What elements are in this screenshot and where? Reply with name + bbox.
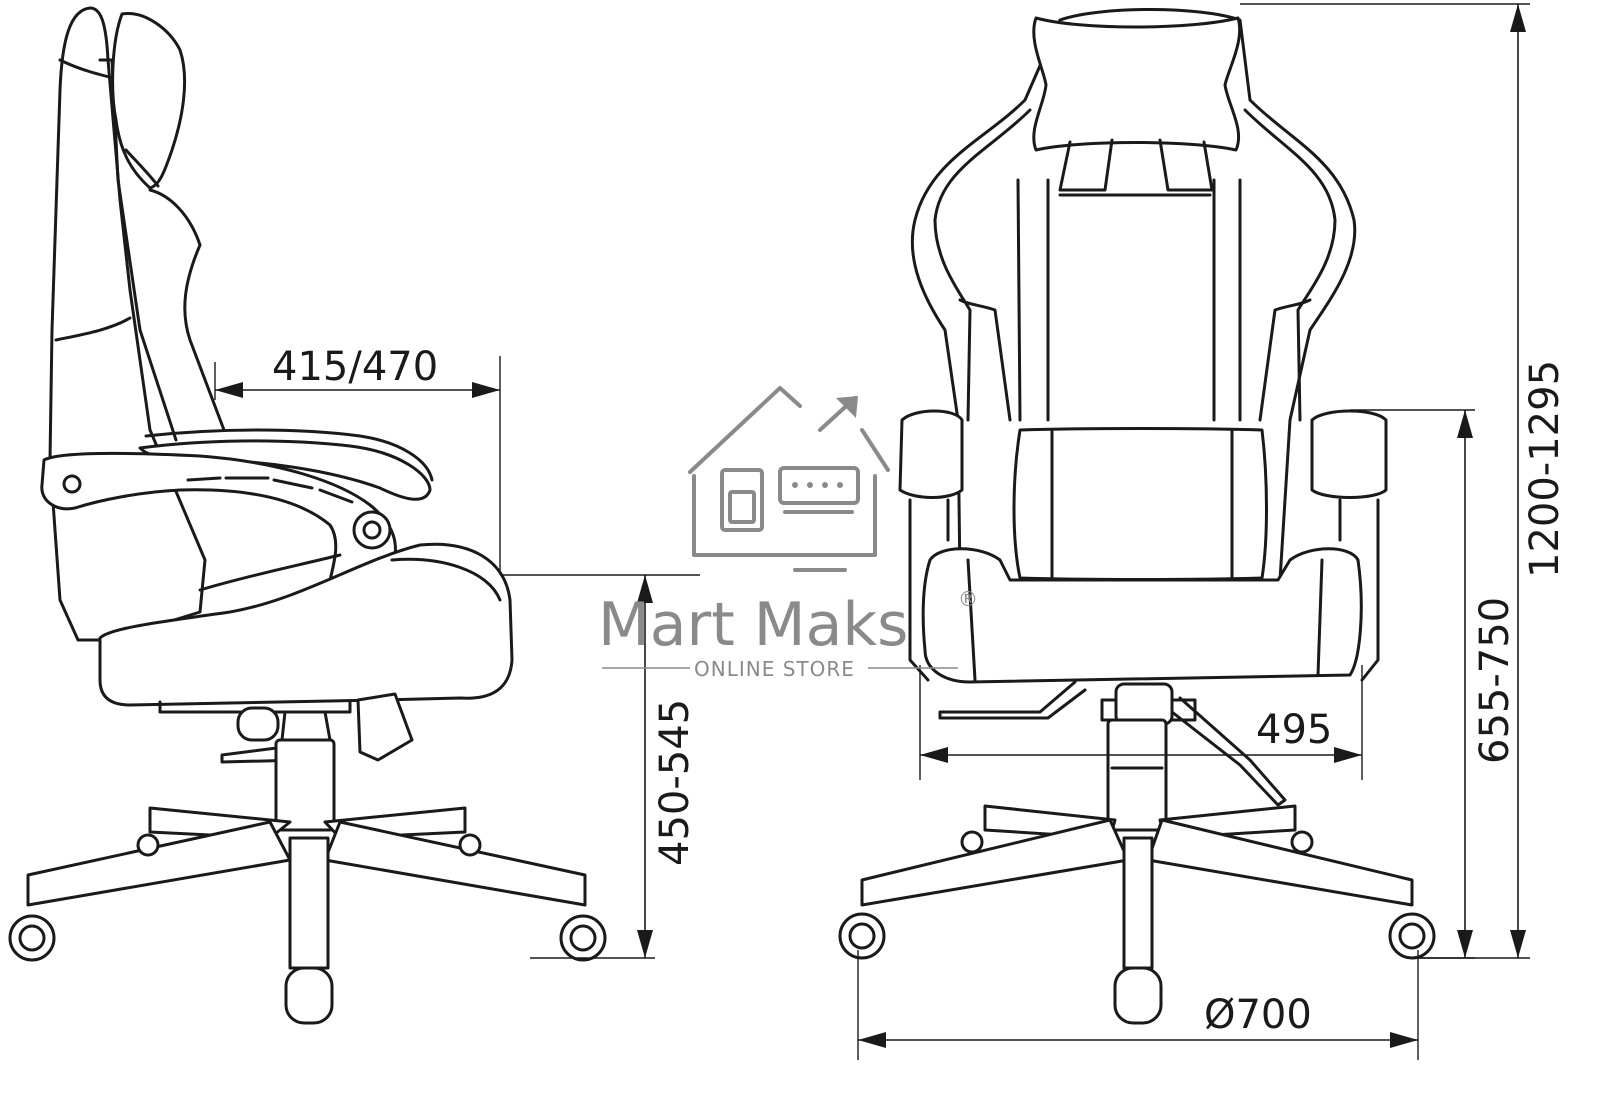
chair-side-view-icon	[8, 6, 607, 1025]
watermark-tagline: ONLINE STORE	[694, 657, 855, 681]
watermark-brand: Mart Maks	[598, 590, 908, 660]
dimension-base-diameter-label: Ø700	[1204, 992, 1312, 1038]
dimension-total-height: 1200-1295	[1240, 3, 1568, 959]
dimension-seat-width-label: 495	[1256, 707, 1332, 753]
dimension-seat-height-label: 450-545	[652, 699, 698, 866]
dimension-seat-height: 450-545	[500, 574, 700, 959]
dimension-armrest-height-label: 655-750	[1472, 597, 1518, 764]
dimension-seat-width: 495	[919, 665, 1363, 780]
watermark-registered: ®	[958, 587, 979, 611]
dimension-total-height-label: 1200-1295	[1522, 360, 1568, 578]
house-logo-icon	[688, 386, 890, 572]
dimension-seat-depth-label: 415/470	[272, 344, 438, 390]
watermark: Mart Maks ® ONLINE STORE	[598, 386, 979, 681]
dimension-base-diameter: Ø700	[857, 950, 1419, 1060]
dimension-armrest-height: 655-750	[1350, 409, 1518, 959]
chair-front-view-icon	[838, 8, 1436, 1025]
dimension-seat-depth: 415/470	[214, 344, 501, 575]
